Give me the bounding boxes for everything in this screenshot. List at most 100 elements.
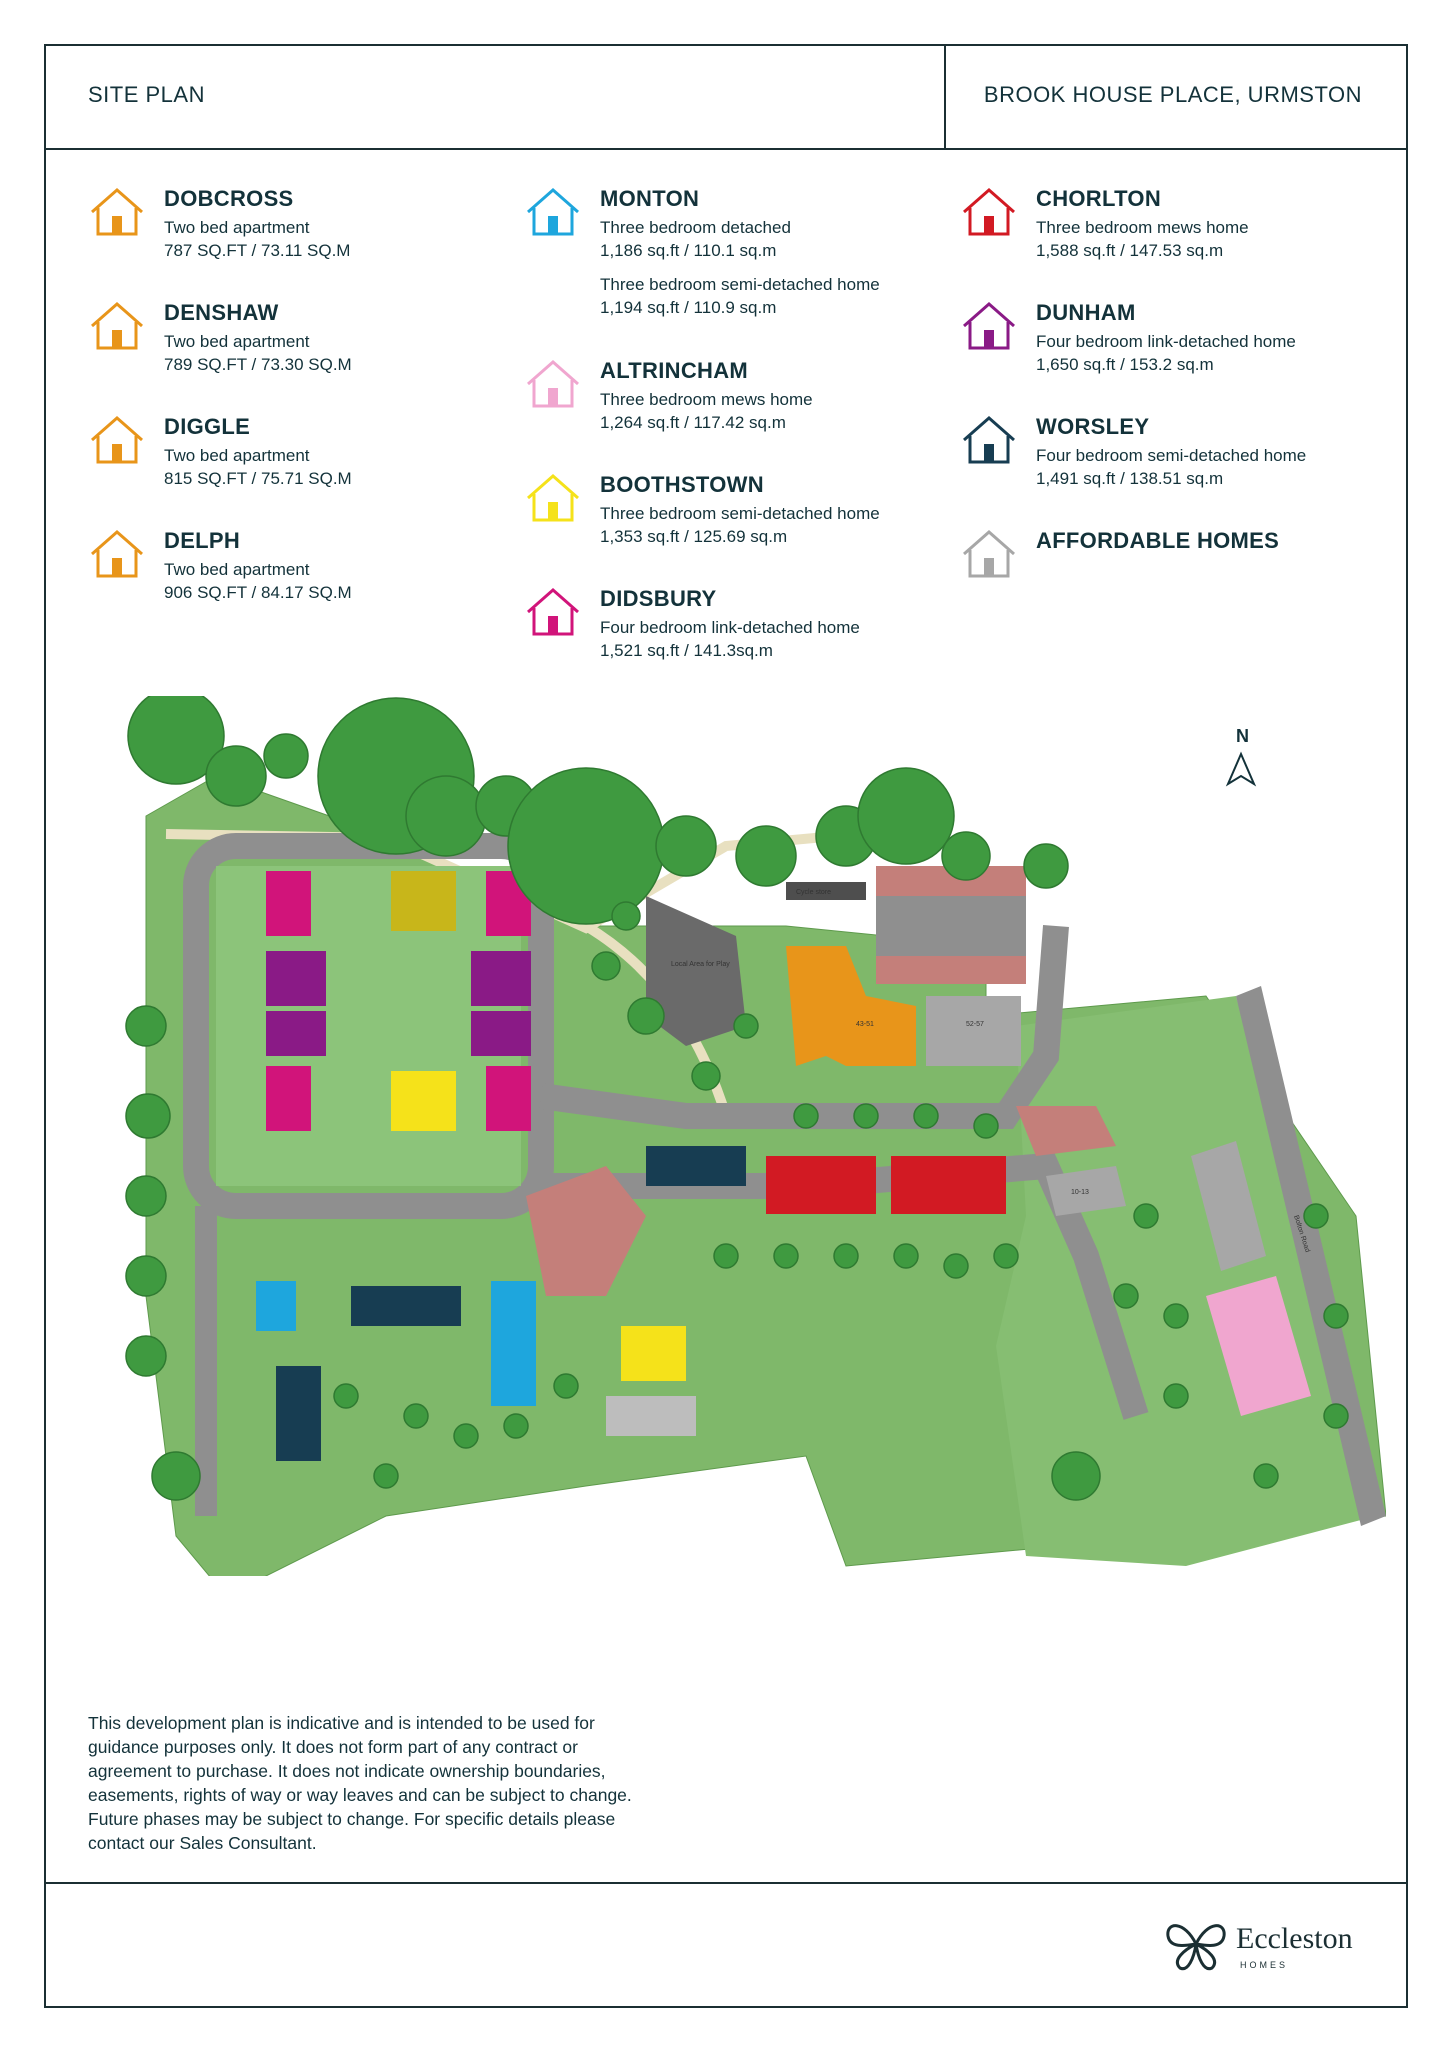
page-title: SITE PLAN xyxy=(88,82,205,107)
legend-detail: Four bedroom link-detached home xyxy=(1036,332,1296,351)
house-dunham-w1 xyxy=(266,951,326,1006)
tree xyxy=(913,1103,939,1129)
altrincham-row xyxy=(1206,1276,1311,1416)
tree xyxy=(1303,1203,1329,1229)
footer: Eccleston HOMES xyxy=(46,1882,1406,2006)
legend-detail: 1,588 sq.ft / 147.53 sq.m xyxy=(1036,241,1224,260)
eccleston-logo: Eccleston HOMES xyxy=(1164,1916,1364,1976)
legend-detail: 815 SQ.FT / 75.71 SQ.M xyxy=(164,469,352,488)
chorlton-mews xyxy=(766,1156,1006,1214)
tree xyxy=(151,1451,201,1501)
legend-detail: Three bedroom mews home xyxy=(1036,218,1249,237)
house-worsley-w xyxy=(351,1286,461,1326)
legend-detail: Two bed apartment xyxy=(164,446,310,465)
house-icon xyxy=(960,414,1018,466)
house-icon xyxy=(88,186,146,238)
legend-detail: 1,194 sq.ft / 110.9 sq.m xyxy=(600,298,777,317)
tree xyxy=(1023,843,1069,889)
brand-sub: HOMES xyxy=(1240,1960,1289,1970)
header-divider xyxy=(944,46,946,148)
legend-detail: 1,521 sq.ft / 141.3sq.m xyxy=(600,641,773,660)
disclaimer-line: easements, rights of way or way leaves a… xyxy=(88,1785,632,1805)
tree xyxy=(125,1335,167,1377)
legend-name: AFFORDABLE HOMES xyxy=(1036,528,1280,553)
legend-detail: Two bed apartment xyxy=(164,332,310,351)
tree xyxy=(833,1243,859,1269)
tree xyxy=(405,775,487,857)
play-area xyxy=(646,896,746,1046)
house-boothstown-s xyxy=(391,1071,456,1131)
tree xyxy=(1323,1303,1349,1329)
tree xyxy=(735,825,797,887)
development-location: BROOK HOUSE PLACE, URMSTON xyxy=(983,82,1362,107)
butterfly-icon xyxy=(1166,1924,1226,1971)
disclaimer-line: agreement to purchase. It does not indic… xyxy=(88,1761,606,1781)
legend-detail: Two bed apartment xyxy=(164,218,310,237)
house-dunham-e2 xyxy=(471,1011,531,1056)
tree xyxy=(453,1423,479,1449)
legend-detail: 906 SQ.FT / 84.17 SQ.M xyxy=(164,583,352,602)
house-monton-e xyxy=(491,1281,536,1406)
legend-name: DELPH xyxy=(164,528,241,553)
house-boothstown-se xyxy=(621,1326,686,1381)
legend-detail: Three bedroom semi-detached home xyxy=(600,275,880,294)
site-plan-map: Bolton Road N Local Area for Play xyxy=(86,687,1387,1597)
disclaimer-line: guidance purposes only. It does not form… xyxy=(88,1737,578,1757)
north-arrow: N xyxy=(1225,726,1257,787)
legend-detail: Three bedroom mews home xyxy=(600,390,813,409)
tree xyxy=(691,1061,721,1091)
square-houses xyxy=(266,871,531,1131)
house-didsbury-nw xyxy=(266,871,311,936)
tree xyxy=(553,1373,579,1399)
house-icon xyxy=(524,586,582,638)
legend-name: DIDSBURY xyxy=(600,586,717,611)
trees xyxy=(125,687,1349,1501)
legend-name: DENSHAW xyxy=(164,300,279,325)
cycle-store xyxy=(786,882,866,900)
legend-detail: Two bed apartment xyxy=(164,560,310,579)
apartment-block xyxy=(786,946,916,1066)
tree xyxy=(943,1253,969,1279)
disclaimer-line: Future phases may be subject to change. … xyxy=(88,1809,616,1829)
car-park-sw xyxy=(606,1396,696,1436)
tree xyxy=(1163,1383,1189,1409)
apartment-block-label: 43-51 xyxy=(856,1021,874,1028)
house-dunham-w2 xyxy=(266,1011,326,1056)
brand-name: Eccleston xyxy=(1236,1922,1353,1955)
house-worsley-row xyxy=(646,1146,746,1186)
tree xyxy=(125,1175,167,1217)
legend-detail: Three bedroom semi-detached home xyxy=(600,504,880,523)
site-plan-svg: Bolton Road N Local Area for Play xyxy=(125,687,1387,1597)
affordable-block-2-label: 10-13 xyxy=(1071,1189,1089,1196)
tree xyxy=(655,815,717,877)
shared-surface-2 xyxy=(1016,1106,1116,1156)
house-icon xyxy=(524,186,582,238)
legend-detail: Three bedroom detached xyxy=(600,218,791,237)
house-icon xyxy=(88,300,146,352)
disclaimer-line: This development plan is indicative and … xyxy=(88,1713,595,1733)
house-icon xyxy=(524,358,582,410)
play-area-label: Local Area for Play xyxy=(671,961,730,968)
legend-detail: 1,650 sq.ft / 153.2 sq.m xyxy=(1036,355,1214,374)
tree xyxy=(611,901,641,931)
tree xyxy=(125,1005,167,1047)
tree xyxy=(591,951,621,981)
house-icon xyxy=(524,472,582,524)
legend-name: DIGGLE xyxy=(164,414,251,439)
cycle-store-label: Cycle store xyxy=(796,889,831,896)
tree xyxy=(263,733,309,779)
legend-name: WORSLEY xyxy=(1036,414,1150,439)
tree xyxy=(773,1243,799,1269)
legend-name: ALTRINCHAM xyxy=(600,358,749,383)
disclaimer-line: contact our Sales Consultant. xyxy=(88,1833,317,1853)
legend-name: DUNHAM xyxy=(1036,300,1136,325)
tree xyxy=(1163,1303,1189,1329)
legend-detail: 789 SQ.FT / 73.30 SQ.M xyxy=(164,355,352,374)
house-icon xyxy=(88,528,146,580)
house-didsbury-se xyxy=(486,1066,531,1131)
shared-surface-1 xyxy=(526,1166,646,1296)
legend-name: MONTON xyxy=(600,186,700,211)
north-label: N xyxy=(1236,726,1249,746)
bolton-road xyxy=(1236,986,1386,1526)
tree xyxy=(373,1463,399,1489)
